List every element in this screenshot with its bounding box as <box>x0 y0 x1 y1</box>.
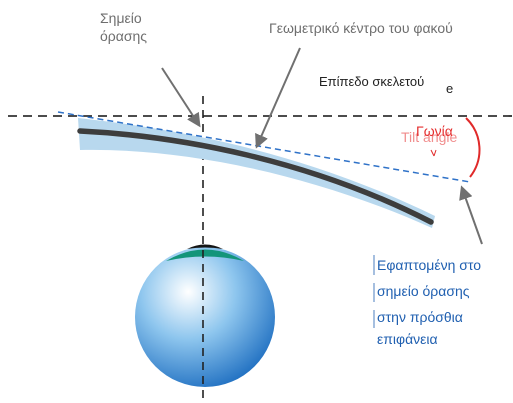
tangent-label-line1: Εφαπτομένη στο <box>377 257 482 273</box>
eyeball-sphere <box>135 247 275 387</box>
tilt-angle-arc <box>465 117 481 178</box>
tangent-pointer-arrow <box>459 185 483 245</box>
viewing-point-pointer-arrow <box>161 67 201 128</box>
lens-body <box>78 118 435 228</box>
lens <box>77 118 435 228</box>
tilt-angle-overlap-label: Tilt angle <box>401 129 458 145</box>
iris <box>166 249 244 261</box>
lens-core-line <box>77 128 434 225</box>
viewing-point-label-line2: όρασης <box>100 28 148 44</box>
angle-label: Γωνία <box>416 123 453 139</box>
pupil <box>187 244 223 249</box>
eyeball <box>135 244 275 387</box>
viewing-point-label-line1: Σημείο <box>100 10 142 26</box>
geometric-center-pointer-arrow <box>255 47 301 149</box>
geometric-center-label: Γεωμετρικό κέντρο του φακού <box>269 20 453 36</box>
frame-plane-label: Επίπεδο σκελετού <box>319 74 425 89</box>
tangent-label-line2: σημείο όρασης <box>377 283 470 299</box>
tangent-label-line3: στην πρόσθια <box>377 309 463 325</box>
tangent-label-line4: επιφάνεια <box>377 331 438 347</box>
frame-plane-overlap-glyph: e <box>446 81 454 96</box>
angle-mark <box>430 149 437 157</box>
